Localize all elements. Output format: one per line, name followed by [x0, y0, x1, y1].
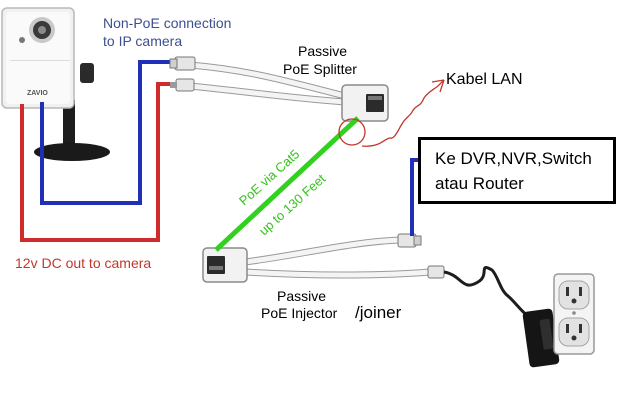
annotation-arrow-icon [338, 79, 445, 147]
non-poe-label-line2: to IP camera [103, 33, 182, 49]
non-poe-label-line1: Non-PoE connection [103, 15, 231, 31]
camera-data-cable [40, 60, 182, 205]
camera-power-cable [20, 82, 182, 242]
power-adapter-icon [443, 266, 560, 368]
wall-outlet-icon [553, 273, 595, 355]
dc-out-label: 12v DC out to camera [15, 255, 151, 271]
injector-label-line2: PoE Injector [261, 305, 338, 321]
lan-to-router-cable [410, 158, 419, 236]
poe-cat5-cable [214, 116, 360, 252]
ip-camera-icon: ZAVIO [1, 7, 110, 161]
splitter-label-line1: Passive [298, 43, 347, 59]
injector-label-line1: Passive [277, 288, 326, 304]
poe-injector-icon [202, 233, 445, 283]
callout-line1: Ke DVR,NVR,Switch [435, 149, 592, 168]
joiner-label: /joiner [355, 303, 402, 322]
kabel-lan-label: Kabel LAN [446, 71, 523, 88]
router-callout-box: Ke DVR,NVR,Switch atau Router [418, 137, 616, 204]
callout-line2: atau Router [435, 174, 524, 193]
camera-brand-label: ZAVIO [27, 90, 48, 97]
splitter-label-line2: PoE Splitter [283, 61, 357, 77]
poe-splitter-icon [169, 56, 389, 122]
